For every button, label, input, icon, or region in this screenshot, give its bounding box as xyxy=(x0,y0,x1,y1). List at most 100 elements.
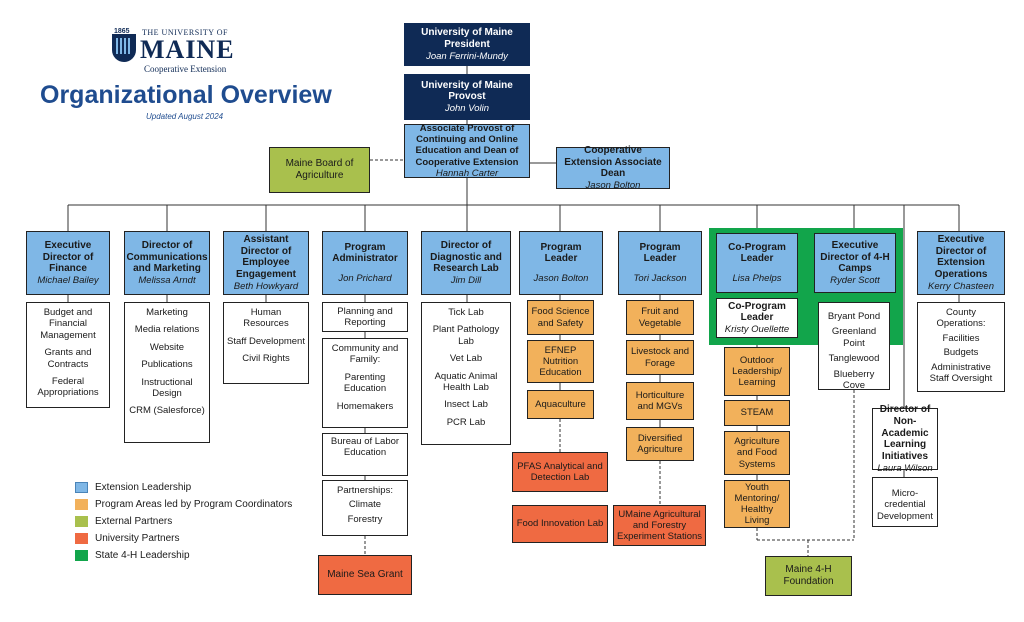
unit-title: Program Administrator xyxy=(332,241,398,265)
maine-board-label: Maine Board of Agriculture xyxy=(285,158,354,181)
list-item: CRM (Salesforce) xyxy=(129,405,205,417)
partner-label: Maine Sea Grant xyxy=(327,569,403,581)
unit-name: Lisa Phelps xyxy=(732,273,782,285)
provost-title: University of Maine Provost xyxy=(421,79,513,103)
unit-extension-operations-header: Executive Director of Extension Operatio… xyxy=(917,231,1005,295)
non-academic-director-box: Director of Non-Academic Learning Initia… xyxy=(872,404,938,474)
partner-label: Food Innovation Lab xyxy=(516,518,604,530)
unit-title: Executive Director of 4-H Camps xyxy=(820,239,890,275)
updated-date: Updated August 2024 xyxy=(146,112,224,121)
legend-swatch xyxy=(75,482,88,493)
program-area-label: Fruit and Vegetable xyxy=(638,306,682,329)
logo-year: 1865 xyxy=(114,28,130,35)
associate-provost-name: Hannah Carter xyxy=(435,167,499,179)
program-area-label: Aquaculture xyxy=(535,398,586,410)
list-item: Federal Appropriations xyxy=(37,375,99,399)
list-item: Homemakers xyxy=(336,400,394,412)
diagnostic-lab-list: Tick Lab Plant Pathology Lab Vet Lab Aqu… xyxy=(421,302,511,445)
planning-reporting-box: Planning and Reporting xyxy=(322,302,408,332)
aquaculture-box: Aquaculture xyxy=(527,390,594,419)
camps-list: Bryant Pond Greenland Point Tanglewood B… xyxy=(818,302,890,391)
list-item: Publications xyxy=(141,359,193,371)
unit-finance-header: Executive Director of Finance Michael Ba… xyxy=(26,231,110,295)
list-item: Bryant Pond xyxy=(827,311,881,322)
logo-line2: MAINE xyxy=(140,35,235,64)
logo-line3: Cooperative Extension xyxy=(144,64,227,74)
list-item: Plant Pathology Lab xyxy=(432,324,500,347)
university-logo: 1865 THE UNIVERSITY OF MAINE Cooperative… xyxy=(112,28,242,80)
president-box: University of Maine President Joan Ferri… xyxy=(404,23,530,66)
list-item: Insect Lab xyxy=(444,399,488,411)
extension-operations-list: County Operations: Facilities Budgets Ad… xyxy=(917,302,1005,392)
communications-list: Marketing Media relations Website Public… xyxy=(124,302,210,443)
list-item: Greenland Point xyxy=(831,326,877,349)
bureau-labor-box: Bureau of Labor Education xyxy=(322,433,408,476)
president-name: Joan Ferrini-Mundy xyxy=(426,50,508,62)
finance-list: Budget and Financial Management Grants a… xyxy=(26,302,110,408)
unit-title: Assistant Director of Employee Engagemen… xyxy=(235,233,296,281)
co-leader-name: Kristy Ouellette xyxy=(724,324,790,336)
efnep-box: EFNEP Nutrition Education xyxy=(527,340,594,383)
steam-box: STEAM xyxy=(724,400,790,426)
page-title: Organizational Overview xyxy=(40,81,332,109)
legend-label: State 4-H Leadership xyxy=(95,550,190,561)
youth-mentoring-box: Youth Mentoring/ Healthy Living xyxy=(724,480,790,528)
partner-label: Maine 4-H Foundation xyxy=(783,564,834,587)
list-item: Tick Lab xyxy=(448,307,484,318)
list-item: Administrative Staff Oversight xyxy=(929,361,993,384)
list-item: County Operations: xyxy=(936,307,986,330)
unit-communications-header: Director of Communications and Marketing… xyxy=(124,231,210,295)
unit-program-leader-jackson-header: Program Leader Tori Jackson xyxy=(618,231,702,295)
legend-label: University Partners xyxy=(95,533,180,544)
unit-name: Jason Bolton xyxy=(533,273,589,285)
unit-title: Director of Diagnostic and Research Lab xyxy=(430,239,502,275)
program-area-label: Livestock and Forage xyxy=(630,346,690,369)
unit-name: Kerry Chasteen xyxy=(927,281,994,292)
associate-dean-box: Cooperative Extension Associate Dean Jas… xyxy=(556,145,670,192)
non-academic-title: Director of Non-Academic Learning Initia… xyxy=(879,403,931,463)
ag-experiment-stations-box: UMaine Agricultural and Forestry Experim… xyxy=(613,505,706,546)
list-item: Grants and Contracts xyxy=(44,347,92,370)
provost-name: John Volin xyxy=(444,103,489,115)
legend-label: Program Areas led by Program Coordinator… xyxy=(95,499,293,510)
unit-name: Michael Bailey xyxy=(37,275,99,287)
community-family-box: Community and Family: Parenting Educatio… xyxy=(322,338,408,428)
partner-label: UMaine Agricultural and Forestry Experim… xyxy=(617,508,703,543)
program-area-label: Horticulture and MGVs xyxy=(635,389,685,412)
unit-name: Beth Howkyard xyxy=(233,281,299,292)
list-item: PCR Lab xyxy=(446,416,486,428)
livestock-forage-box: Livestock and Forage xyxy=(626,340,694,375)
partnerships-box: Partnerships: Climate Forestry xyxy=(322,480,408,536)
legend-label: Extension Leadership xyxy=(95,482,192,493)
program-area-label: STEAM xyxy=(740,407,774,419)
employee-engagement-list: Human Resources Staff Development Civil … xyxy=(223,302,309,384)
list-item: Facilities xyxy=(942,332,980,344)
program-area-label: Agriculture and Food Systems xyxy=(734,436,780,470)
program-area-label: Food Science and Safety xyxy=(531,306,590,329)
legend-swatch xyxy=(75,550,88,561)
co-program-leader-ouellette-box: Co-Program Leader Kristy Ouellette xyxy=(716,298,798,338)
food-science-box: Food Science and Safety xyxy=(527,300,594,335)
unit-name: Melissa Arndt xyxy=(138,275,196,287)
associate-provost-title: Associate Provost of Continuing and Onli… xyxy=(415,123,519,168)
list-item: Bureau of Labor Education xyxy=(330,436,400,459)
program-area-label: Outdoor Leadership/ Learning xyxy=(732,354,782,389)
list-item: Staff Development xyxy=(227,335,305,347)
list-item: Climate xyxy=(348,499,382,511)
maine-board-box: Maine Board of Agriculture xyxy=(269,147,370,193)
maine-4h-foundation-box: Maine 4-H Foundation xyxy=(765,556,852,596)
horticulture-box: Horticulture and MGVs xyxy=(626,382,694,420)
list-item: Forestry xyxy=(347,513,383,525)
unit-title: Program Leader xyxy=(639,241,681,265)
pfas-lab-box: PFAS Analytical and Detection Lab xyxy=(512,452,608,492)
associate-dean-name: Jason Bolton xyxy=(585,180,641,192)
list-item: Tanglewood xyxy=(828,353,880,365)
partner-label: PFAS Analytical and Detection Lab xyxy=(517,460,603,483)
unit-co-program-leader-phelps-header: Co-Program Leader Lisa Phelps xyxy=(716,233,798,293)
list-item: Budgets xyxy=(943,347,979,359)
food-innovation-lab-box: Food Innovation Lab xyxy=(512,505,608,543)
list-item: Blueberry Cove xyxy=(833,368,875,391)
associate-provost-box: Associate Provost of Continuing and Onli… xyxy=(404,123,530,179)
outdoor-leadership-box: Outdoor Leadership/ Learning xyxy=(724,347,790,396)
